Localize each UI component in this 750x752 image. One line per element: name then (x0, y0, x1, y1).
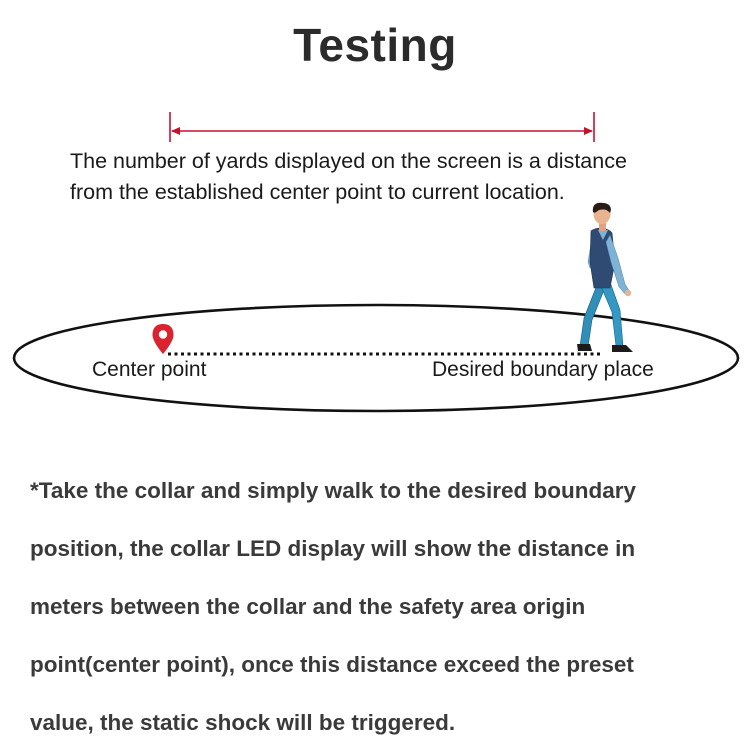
center-point-label: Center point (92, 358, 206, 382)
location-pin-icon (153, 324, 174, 354)
explanation-text: The number of yards displayed on the scr… (70, 146, 710, 208)
instruction-note: *Take the collar and simply walk to the … (30, 462, 730, 752)
note-line: value, the static shock will be triggere… (30, 694, 730, 752)
walking-person-icon (577, 203, 633, 352)
explanation-line: The number of yards displayed on the scr… (70, 146, 710, 177)
explanation-line: from the established center point to cur… (70, 177, 710, 208)
note-line: point(center point), once this distance … (30, 636, 730, 694)
boundary-place-label: Desired boundary place (432, 358, 654, 382)
distance-measure-line (170, 112, 594, 142)
note-line: meters between the collar and the safety… (30, 578, 730, 636)
note-line: position, the collar LED display will sh… (30, 520, 730, 578)
note-line: *Take the collar and simply walk to the … (30, 462, 730, 520)
